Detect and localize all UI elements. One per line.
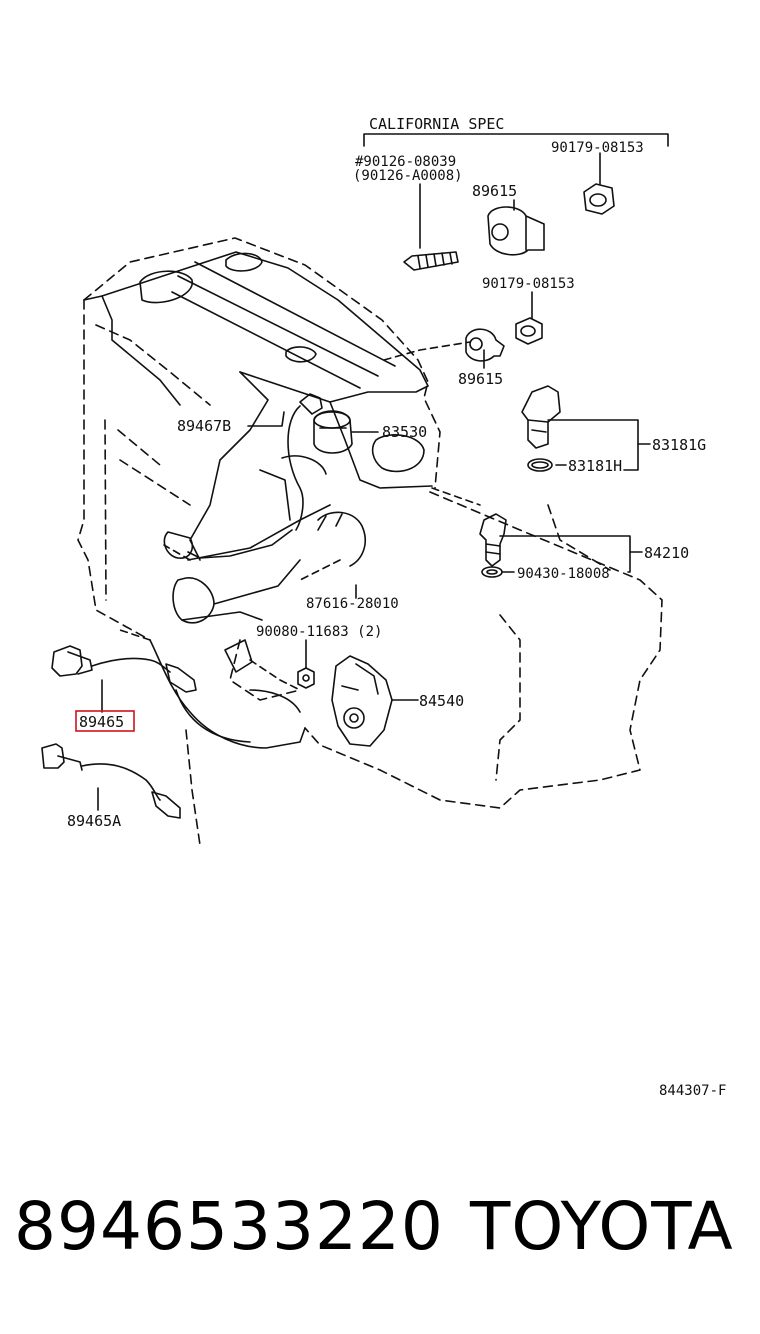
label-90430-18008: 90430-18008 — [517, 566, 610, 582]
engine-outline — [77, 237, 663, 846]
oxygen-sensor-89465a — [41, 743, 181, 819]
label-90080-11683: 90080-11683 (2) — [256, 624, 382, 640]
label-89615-mid: 89615 — [458, 370, 503, 388]
label-89615-top: 89615 — [472, 182, 517, 200]
label-89465: 89465 — [79, 713, 124, 731]
label-84210: 84210 — [644, 544, 689, 562]
oil-pressure-switch-83530 — [313, 410, 353, 454]
footer: 8946533220 TOYOTA — [0, 1188, 760, 1278]
sensor-89467b — [163, 393, 323, 559]
part-labels: CALIFORNIA SPEC #90126-08039 (90126-A000… — [67, 115, 726, 1099]
label-84540: 84540 — [419, 692, 464, 710]
label-83181h: 83181H — [568, 457, 622, 475]
label-drawing-code: 844307-F — [659, 1083, 726, 1099]
gasket-90430 — [481, 566, 503, 578]
nut-90179-mid — [515, 317, 543, 345]
label-83181g: 83181G — [652, 436, 706, 454]
knock-sensor-89615-mid — [465, 328, 505, 362]
nut-90179-top — [583, 183, 615, 215]
knock-sensor-89615-top — [487, 206, 545, 256]
label-89465a: 89465A — [67, 812, 121, 830]
california-spec-bracket — [363, 133, 669, 147]
label-90126-a0008: (90126-A0008) — [353, 168, 463, 184]
neutral-switch-84540 — [331, 655, 393, 747]
o-ring-83181h — [527, 458, 553, 472]
oxygen-sensor-89465 — [51, 645, 197, 693]
switch-84210 — [479, 513, 507, 567]
leader-lines — [97, 152, 651, 811]
highlight-box-89465 — [75, 710, 135, 732]
label-87616-28010: 87616-28010 — [306, 596, 399, 612]
speed-sensor-83181g — [521, 385, 561, 449]
brand-name: TOYOTA — [470, 1188, 734, 1265]
stud-bolt-90126 — [403, 251, 459, 271]
label-90126-08039: #90126-08039 — [355, 154, 456, 170]
clamp-87616 — [317, 511, 366, 567]
part-number: 8946533220 — [14, 1188, 444, 1265]
label-90179-08153-mid: 90179-08153 — [482, 276, 575, 292]
bolt-90080 — [297, 667, 315, 689]
label-89467b: 89467B — [177, 417, 231, 435]
label-california-spec: CALIFORNIA SPEC — [369, 115, 504, 133]
label-83530: 83530 — [382, 423, 427, 441]
label-90179-08153-top: 90179-08153 — [551, 140, 644, 156]
